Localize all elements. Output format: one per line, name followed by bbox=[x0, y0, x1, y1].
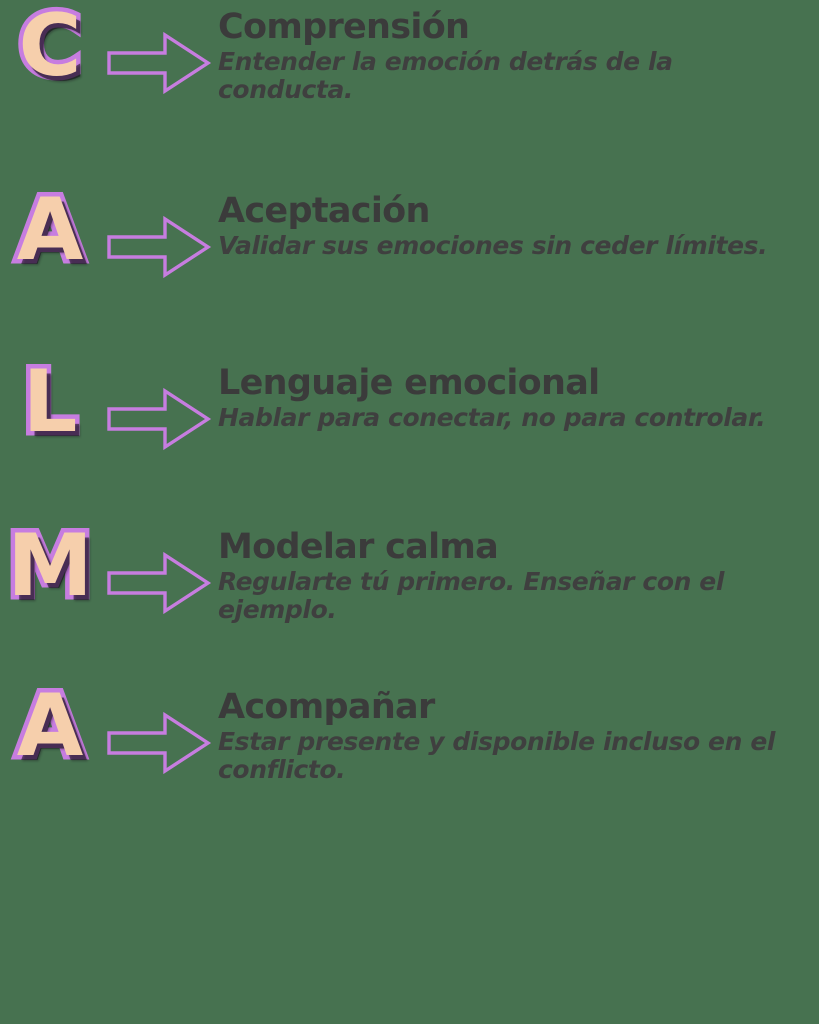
letter-badge: A bbox=[0, 180, 100, 280]
acronym-letter: A bbox=[12, 676, 88, 776]
row-description: Validar sus emociones sin ceder límites. bbox=[218, 230, 768, 260]
letter-badge: M bbox=[0, 516, 100, 616]
right-block-arrow-icon bbox=[100, 526, 218, 615]
row-description: Estar presente y disponible incluso en e… bbox=[218, 726, 776, 785]
calma-row: A Aceptación Validar sus emociones sin c… bbox=[0, 180, 819, 280]
letter-badge: L bbox=[0, 352, 100, 452]
row-description: Regularte tú primero. Enseñar con el eje… bbox=[218, 566, 725, 625]
acronym-letter: A bbox=[12, 180, 88, 280]
row-text-block: Lenguaje emocional Hablar para conectar,… bbox=[218, 362, 818, 432]
row-description: Entender la emoción detrás de la conduct… bbox=[218, 46, 673, 105]
letter-badge: C bbox=[0, 0, 100, 96]
row-text-block: Modelar calma Regularte tú primero. Ense… bbox=[218, 526, 818, 625]
acronym-letter: C bbox=[14, 0, 86, 96]
row-heading: Modelar calma bbox=[218, 527, 499, 567]
row-text-block: Aceptación Validar sus emociones sin ced… bbox=[218, 190, 818, 260]
right-block-arrow-icon bbox=[100, 362, 218, 451]
right-block-arrow-icon bbox=[100, 6, 218, 95]
calma-row: C Comprensión Entender la emoción detrás… bbox=[0, 0, 819, 105]
acronym-letter: L bbox=[18, 352, 82, 452]
row-heading: Lenguaje emocional bbox=[218, 363, 600, 403]
row-heading: Acompañar bbox=[218, 687, 435, 727]
letter-badge: A bbox=[0, 676, 100, 776]
calma-row: M Modelar calma Regularte tú primero. En… bbox=[0, 516, 819, 625]
row-heading: Aceptación bbox=[218, 191, 430, 231]
row-text-block: Comprensión Entender la emoción detrás d… bbox=[218, 6, 818, 105]
calma-row: L Lenguaje emocional Hablar para conecta… bbox=[0, 352, 819, 452]
right-block-arrow-icon bbox=[100, 686, 218, 775]
row-description: Hablar para conectar, no para controlar. bbox=[218, 402, 766, 432]
acronym-letter: M bbox=[3, 516, 98, 616]
calma-row: A Acompañar Estar presente y disponible … bbox=[0, 676, 819, 785]
row-heading: Comprensión bbox=[218, 7, 470, 47]
row-text-block: Acompañar Estar presente y disponible in… bbox=[218, 686, 818, 785]
right-block-arrow-icon bbox=[100, 190, 218, 279]
